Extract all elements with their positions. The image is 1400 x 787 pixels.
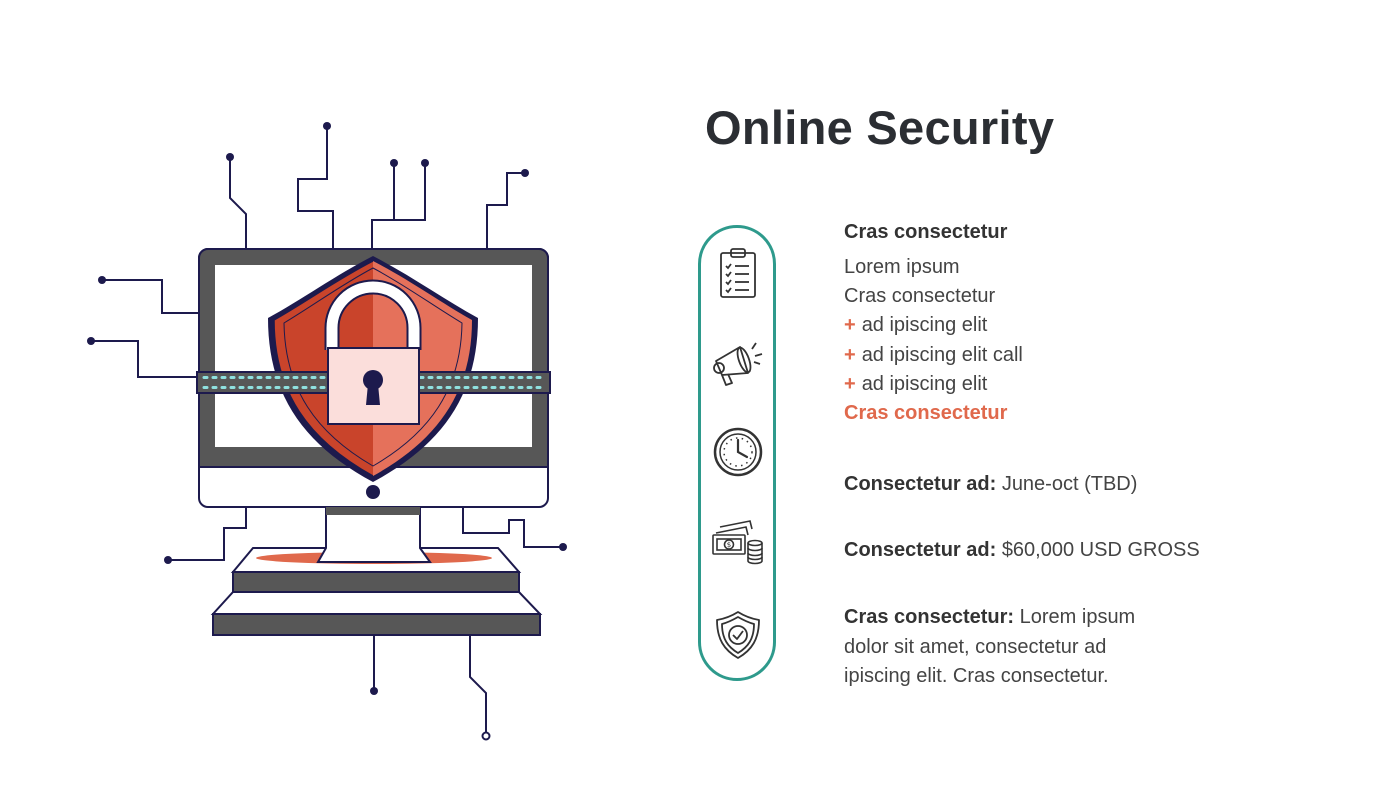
svg-text:$: $ [727,541,731,549]
bullet-text: ad ipiscing elit [861,373,988,395]
plus-icon: + [844,373,856,395]
section1-accent-line: Cras consectetur [844,402,1008,424]
section3-line: Consectetur ad: $60,000 USD GROSS [844,536,1200,566]
megaphone-icon [713,342,763,386]
section1-heading: Cras consectetur [844,221,1008,243]
bullet-text: ad ipiscing elit [861,314,988,336]
bullet-text: ad ipiscing elit call [861,344,1023,366]
section4-line3: ipiscing elit. Cras consectetur. [844,665,1109,687]
section2-line: Consectetur ad: June-oct (TBD) [844,470,1137,500]
circuit-nodes [87,122,567,695]
shield-check-icon [716,611,760,659]
padlock [324,279,422,425]
section4-line1: Cras consectetur: Lorem ipsum [844,603,1135,633]
monitor-stand [210,506,543,636]
page-title: Online Security [705,101,1055,154]
plus-icon: + [844,344,856,366]
bullet-item: +ad ipiscing elit [844,311,987,341]
money-icon: $ [712,520,763,565]
section4-value: Lorem ipsum [1019,606,1136,628]
clock-icon [713,427,763,477]
circuit-lines [91,126,563,735]
icon-pill-container [698,225,776,681]
section1-line1: Lorem ipsum [844,256,960,278]
plus-icon: + [844,314,856,336]
computer-security-illustration [87,122,567,741]
bullet-item: +ad ipiscing elit [844,370,987,400]
section4-label: Cras consectetur: [844,606,1015,628]
clipboard-checklist-icon [720,248,756,298]
section2-value: June-oct (TBD) [1001,473,1138,495]
section3-label: Consectetur ad: [844,539,997,561]
section4-line2: dolor sit amet, consectetur ad [844,636,1107,658]
section1-line2: Cras consectetur [844,285,996,307]
bullet-item: +ad ipiscing elit call [844,341,1023,371]
section2-label: Consectetur ad: [844,473,997,495]
section3-value: $60,000 USD GROSS [1001,539,1200,561]
